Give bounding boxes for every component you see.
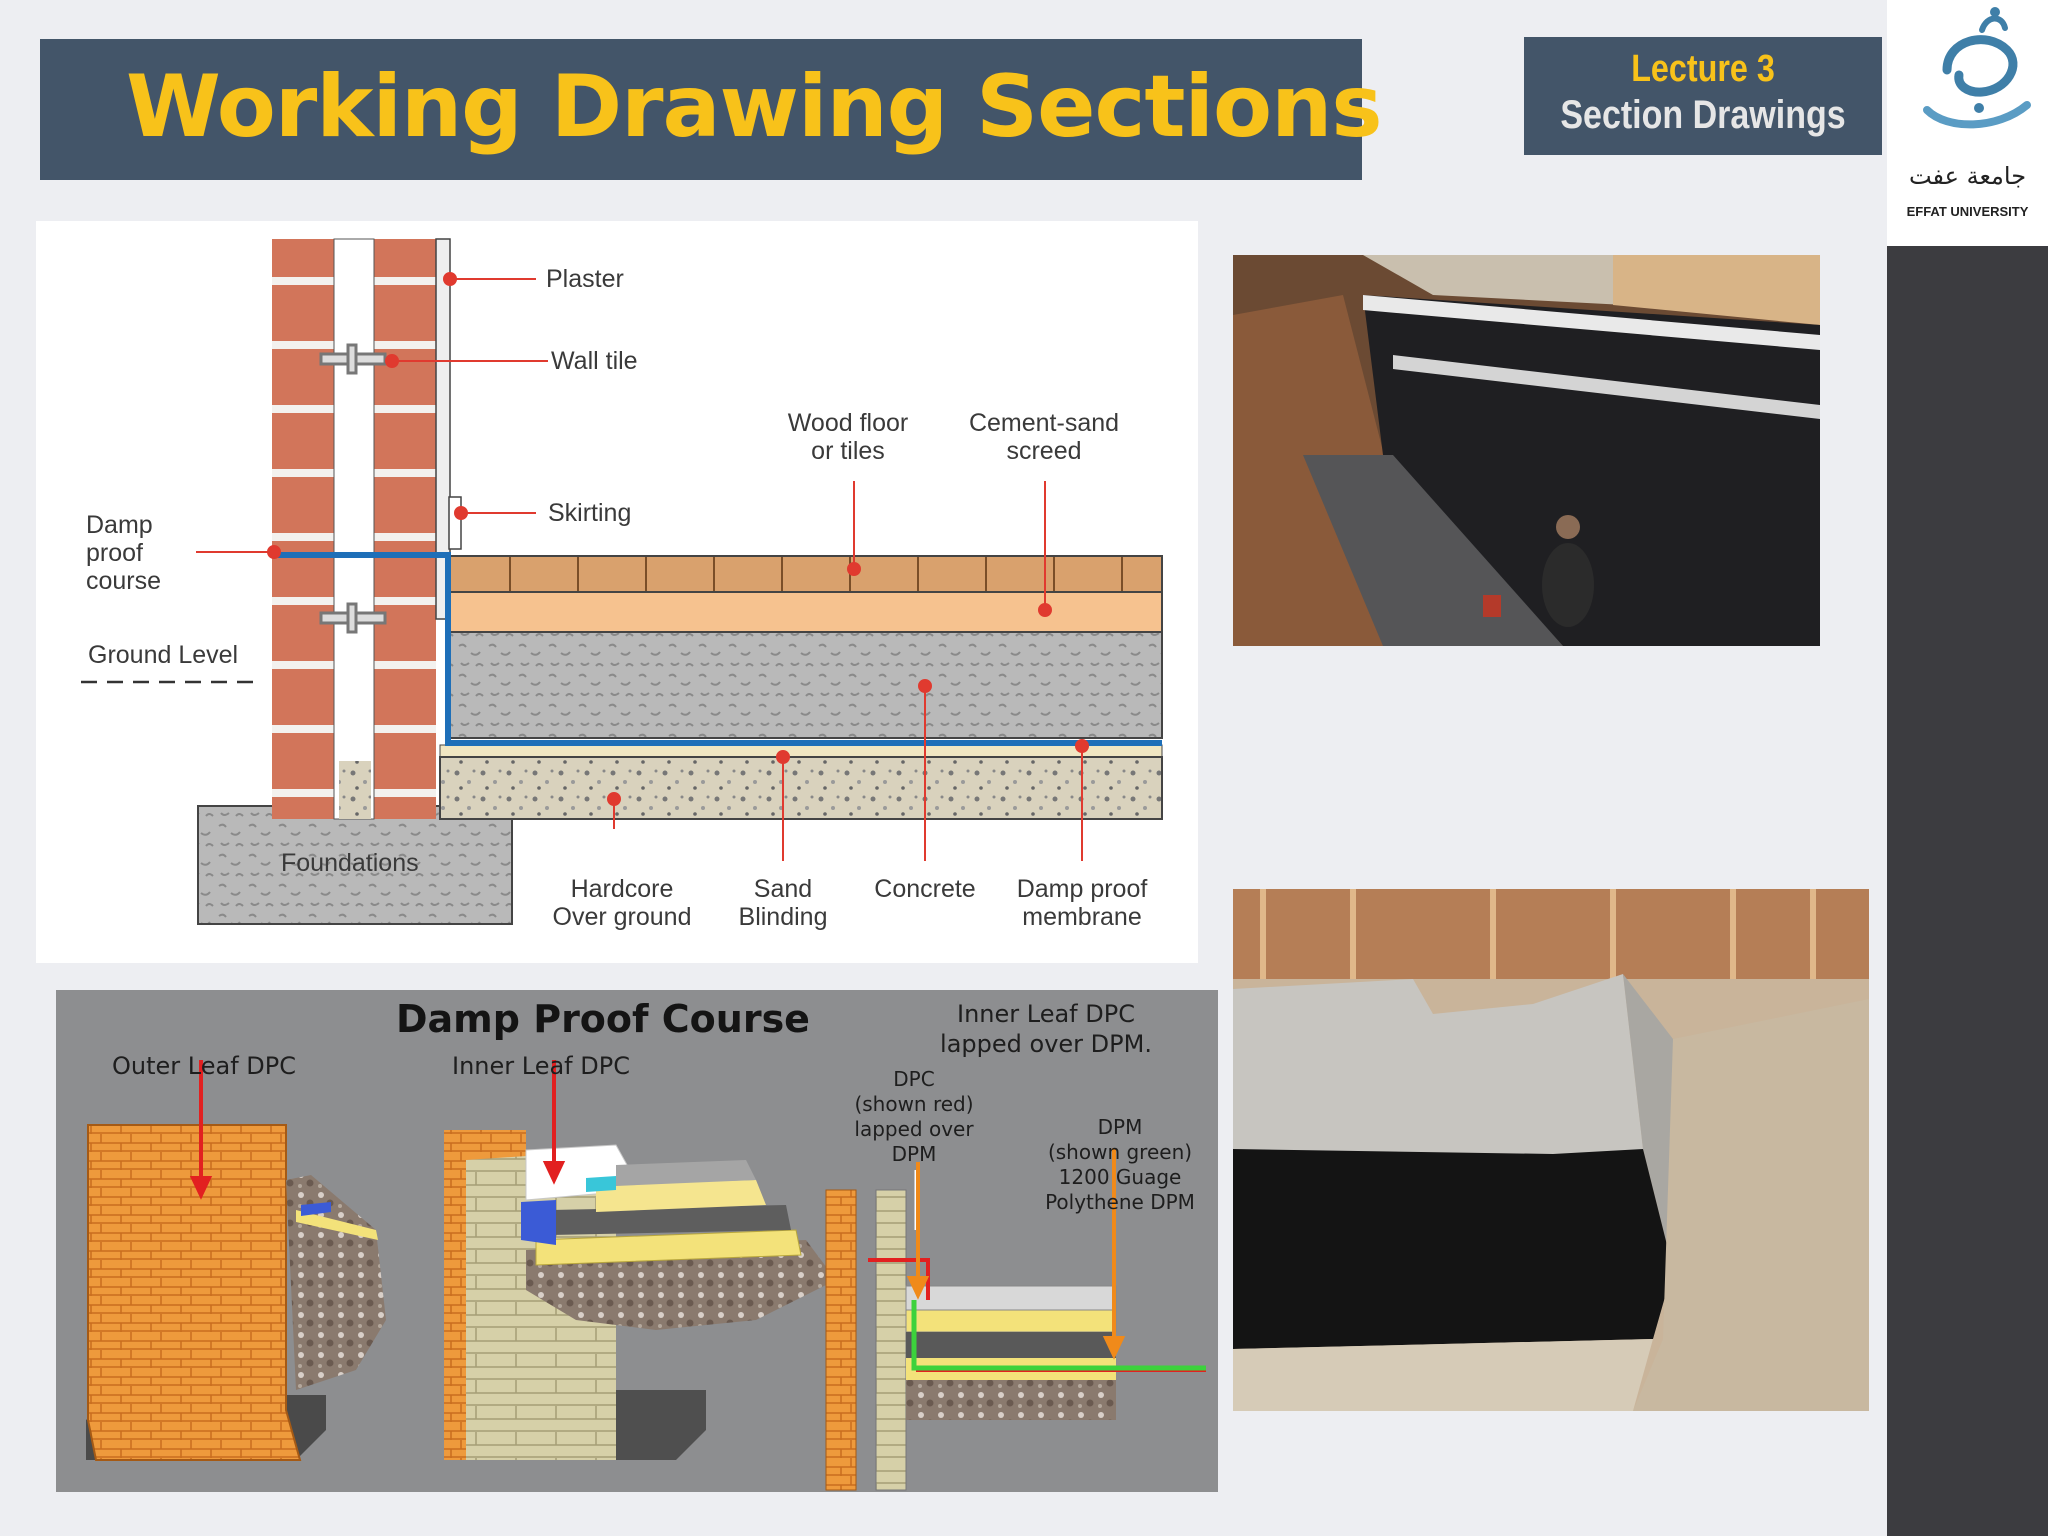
label-screed-1: Cement-sand	[969, 409, 1119, 437]
label-skirting: Skirting	[548, 499, 631, 527]
dpc-title: Damp Proof Course	[396, 997, 810, 1041]
wood-floor-layer	[449, 555, 1163, 593]
label-dpm-green-2: (shown green)	[1048, 1140, 1192, 1164]
concrete-layer	[449, 631, 1163, 739]
outer-brick-leaf	[272, 239, 334, 819]
lecture-number: Lecture 3	[1631, 48, 1775, 90]
label-wood-floor-1: Wood floor	[788, 409, 908, 437]
lecture-topic: Section Drawings	[1560, 93, 1846, 137]
floor-section-diagram: Plaster Wall tile Wood floor or tiles Ce…	[36, 221, 1198, 963]
logo-arabic-text: جامعة عفت	[1908, 162, 2027, 190]
label-dpc-1: Damp	[86, 511, 153, 539]
label-hardcore-1: Hardcore	[571, 875, 674, 903]
label-foundations: Foundations	[281, 849, 419, 877]
lecture-badge: Lecture 3 Section Drawings	[1524, 37, 1882, 155]
label-sand-1: Sand	[754, 875, 812, 903]
plaster-layer	[435, 238, 451, 620]
label-dpc-red-2: (shown red)	[854, 1092, 973, 1116]
label-dpm-green-3: 1200 Guage	[1059, 1165, 1182, 1189]
label-wall-tile: Wall tile	[551, 347, 638, 375]
label-screed-2: screed	[1006, 437, 1081, 465]
label-concrete: Concrete	[874, 875, 975, 903]
label-dpc-red-3: lapped over	[854, 1117, 974, 1141]
label-hardcore-2: Over ground	[553, 903, 692, 931]
title-bar: Working Drawing Sections	[40, 39, 1383, 180]
label-wood-floor-2: or tiles	[811, 437, 885, 465]
label-dpc-3: course	[86, 567, 161, 595]
label-dpc-red-1: DPC	[893, 1067, 934, 1091]
damp-proof-membrane-line	[272, 552, 1162, 746]
label-inner-lapped-1: Inner Leaf DPC	[957, 1000, 1135, 1028]
photo-foundation-wall	[1233, 889, 1869, 1411]
label-dpm-green-1: DPM	[1098, 1115, 1143, 1139]
label-dpm-green-4: Polythene DPM	[1045, 1190, 1195, 1214]
label-inner-leaf-dpc: Inner Leaf DPC	[452, 1052, 630, 1080]
label-dpc-2: proof	[86, 539, 143, 567]
slide-title: Working Drawing Sections	[126, 57, 1383, 157]
label-dpm-2: membrane	[1022, 903, 1142, 931]
inner-brick-leaf	[374, 239, 436, 819]
photo-basement-waterproofing	[1233, 255, 1820, 646]
label-ground-level: Ground Level	[88, 641, 238, 669]
calligraphy-logo-icon	[1923, 7, 2031, 129]
label-plaster: Plaster	[546, 265, 624, 293]
right-sidebar	[1887, 0, 2048, 1536]
hardcore-layer	[439, 756, 1163, 820]
foundation-block	[197, 805, 513, 925]
logo-english-text: EFFAT UNIVERSITY	[1906, 204, 2029, 219]
label-inner-lapped-2: lapped over DPM.	[940, 1030, 1152, 1058]
damp-proof-course-diagram: Damp Proof Course Outer Leaf DPC Inner L…	[56, 990, 1218, 1492]
skirting-board	[448, 496, 462, 550]
label-dpc-red-4: DPM	[892, 1142, 937, 1166]
label-sand-2: Blinding	[739, 903, 828, 931]
label-outer-leaf-dpc: Outer Leaf DPC	[112, 1052, 296, 1080]
label-dpm-1: Damp proof	[1017, 875, 1148, 903]
university-logo: جامعة عفت EFFAT UNIVERSITY	[1887, 0, 2048, 246]
screed-layer	[449, 591, 1163, 633]
